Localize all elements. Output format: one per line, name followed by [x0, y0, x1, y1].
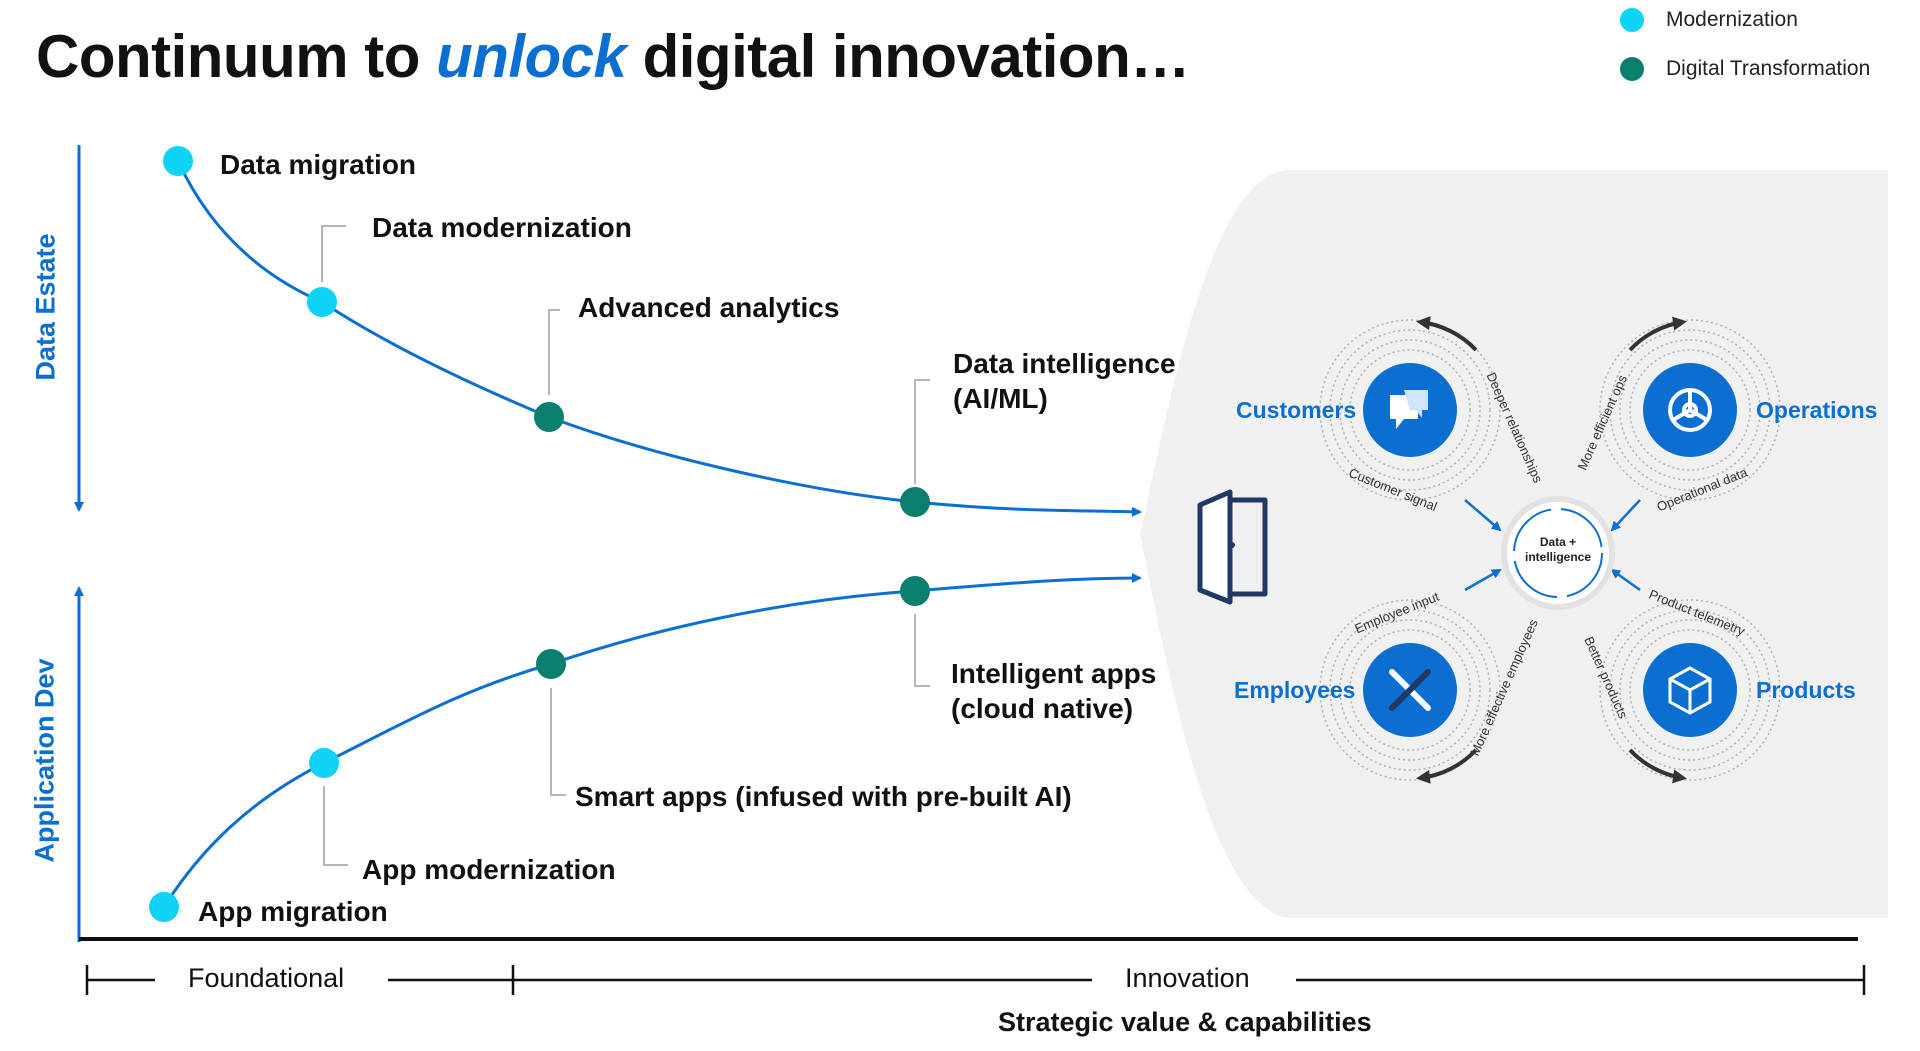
leader-advanced-analytics — [548, 309, 560, 395]
curved-arrow-operations — [1628, 316, 1687, 352]
data-intelligence-core — [1501, 496, 1615, 610]
leader-app-modernization — [323, 786, 348, 866]
page-title: Continuum to unlock digital innovation… — [36, 23, 1190, 90]
scale-bracket — [85, 965, 1866, 995]
app-modernization-dot — [309, 748, 339, 778]
cube-icon — [1668, 666, 1712, 715]
label-data-migration: Data migration — [220, 149, 417, 180]
label-advanced-analytics: Advanced analytics — [578, 292, 840, 323]
leader-data-modernization — [321, 225, 346, 282]
leader-intelligent-apps — [914, 614, 930, 687]
intelligent-apps-dot — [900, 576, 930, 606]
hub-label-products: Products — [1756, 677, 1856, 703]
hub-label-employees: Employees — [1234, 677, 1356, 703]
curved-arrow-employees — [1416, 748, 1478, 784]
legend-item-modernization: Modernization — [1620, 8, 1798, 32]
hub-core-label: Data + intelligence — [1524, 535, 1592, 564]
curved-arrow-products — [1628, 748, 1687, 784]
smart-apps-dot — [536, 649, 566, 679]
label-app-migration: App migration — [198, 896, 388, 927]
advanced-analytics-dot — [534, 402, 564, 432]
legend-swatch-modernization — [1620, 8, 1644, 32]
legend-swatch-digital-transformation — [1620, 57, 1644, 81]
app-migration-dot — [149, 892, 179, 922]
label-smart-apps: Smart apps (infused with pre-built AI) — [575, 781, 1072, 812]
application-dev-curve — [162, 573, 1142, 908]
hub-label-customers: Customers — [1236, 397, 1357, 423]
hub-label-operations: Operations — [1756, 397, 1878, 423]
scale-label-innovation: Innovation — [1125, 963, 1250, 993]
leader-smart-apps — [550, 688, 566, 796]
legend-label-modernization: Modernization — [1666, 8, 1798, 31]
legend-item-digital-transformation: Digital Transformation — [1620, 57, 1870, 81]
data-intelligence-dot — [900, 487, 930, 517]
data-estate-curve — [176, 160, 1142, 517]
scale-label-foundational: Foundational — [188, 963, 345, 993]
label-data-intelligence: Data intelligence (AI/ML) — [953, 348, 1176, 414]
legend-label-digital-transformation: Digital Transformation — [1666, 57, 1871, 80]
axis-label-application-dev: Application Dev — [29, 658, 60, 863]
label-intelligent-apps: Intelligent apps (cloud native) — [951, 658, 1157, 724]
chat-bubble-icon — [1390, 390, 1428, 429]
gear-icon — [1668, 388, 1712, 432]
tools-icon — [1389, 669, 1431, 711]
label-data-modernization: Data modernization — [372, 212, 632, 243]
door-icon — [1197, 489, 1268, 605]
label-app-modernization: App modernization — [362, 854, 616, 885]
title-highlight: unlock — [436, 23, 627, 90]
scale-title: Strategic value & capabilities — [998, 1007, 1372, 1037]
axis-label-data-estate: Data Estate — [30, 233, 61, 381]
data-modernization-dot — [307, 287, 337, 317]
data-migration-dot — [163, 146, 193, 176]
leader-data-intelligence — [914, 379, 930, 484]
curved-arrow-customers — [1416, 316, 1478, 352]
